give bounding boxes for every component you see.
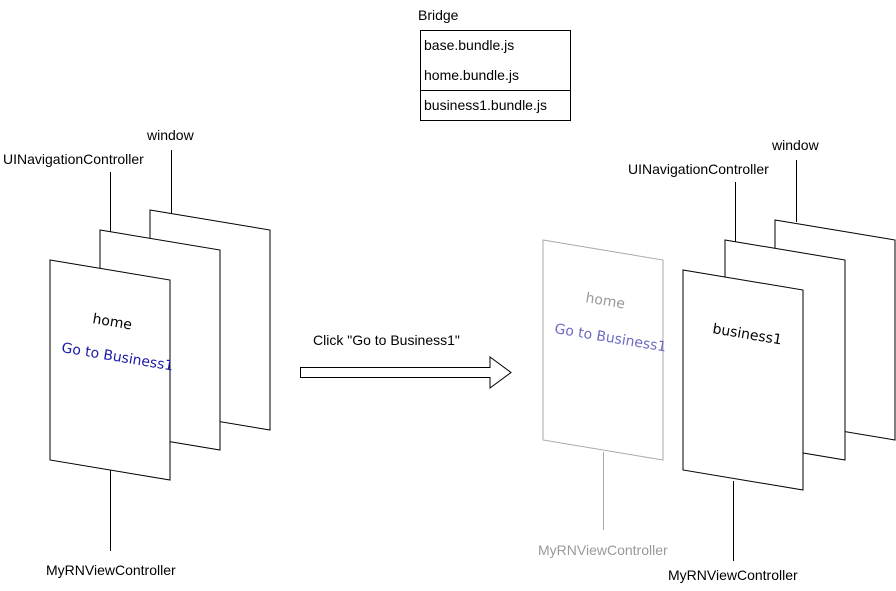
right-window-label: window	[771, 137, 820, 153]
left-window-label: window	[146, 127, 195, 143]
right-faded-vc-label: MyRNViewController	[538, 542, 668, 558]
right-stack: home Go to Business1 MyRNViewController …	[538, 137, 896, 583]
bundle-base: base.bundle.js	[424, 37, 514, 53]
right-business1-page	[682, 269, 804, 491]
left-stack: window UINavigationController home Go to…	[3, 127, 271, 578]
right-faded-home-page	[542, 239, 664, 461]
right-nav-label: UINavigationController	[628, 161, 769, 177]
left-nav-label: UINavigationController	[3, 151, 144, 167]
bundle-business1: business1.bundle.js	[424, 97, 547, 113]
right-vc-label: MyRNViewController	[668, 567, 798, 583]
bridge-title: Bridge	[418, 7, 459, 23]
left-vc-label: MyRNViewController	[46, 562, 176, 578]
bridge-box	[420, 30, 571, 121]
bundle-home: home.bundle.js	[424, 67, 519, 83]
right-faded-home-title: home	[584, 290, 626, 312]
transition-arrow	[300, 356, 512, 389]
left-home-page	[49, 259, 171, 481]
action-label: Click "Go to Business1"	[313, 332, 460, 348]
left-home-title: home	[91, 311, 133, 333]
